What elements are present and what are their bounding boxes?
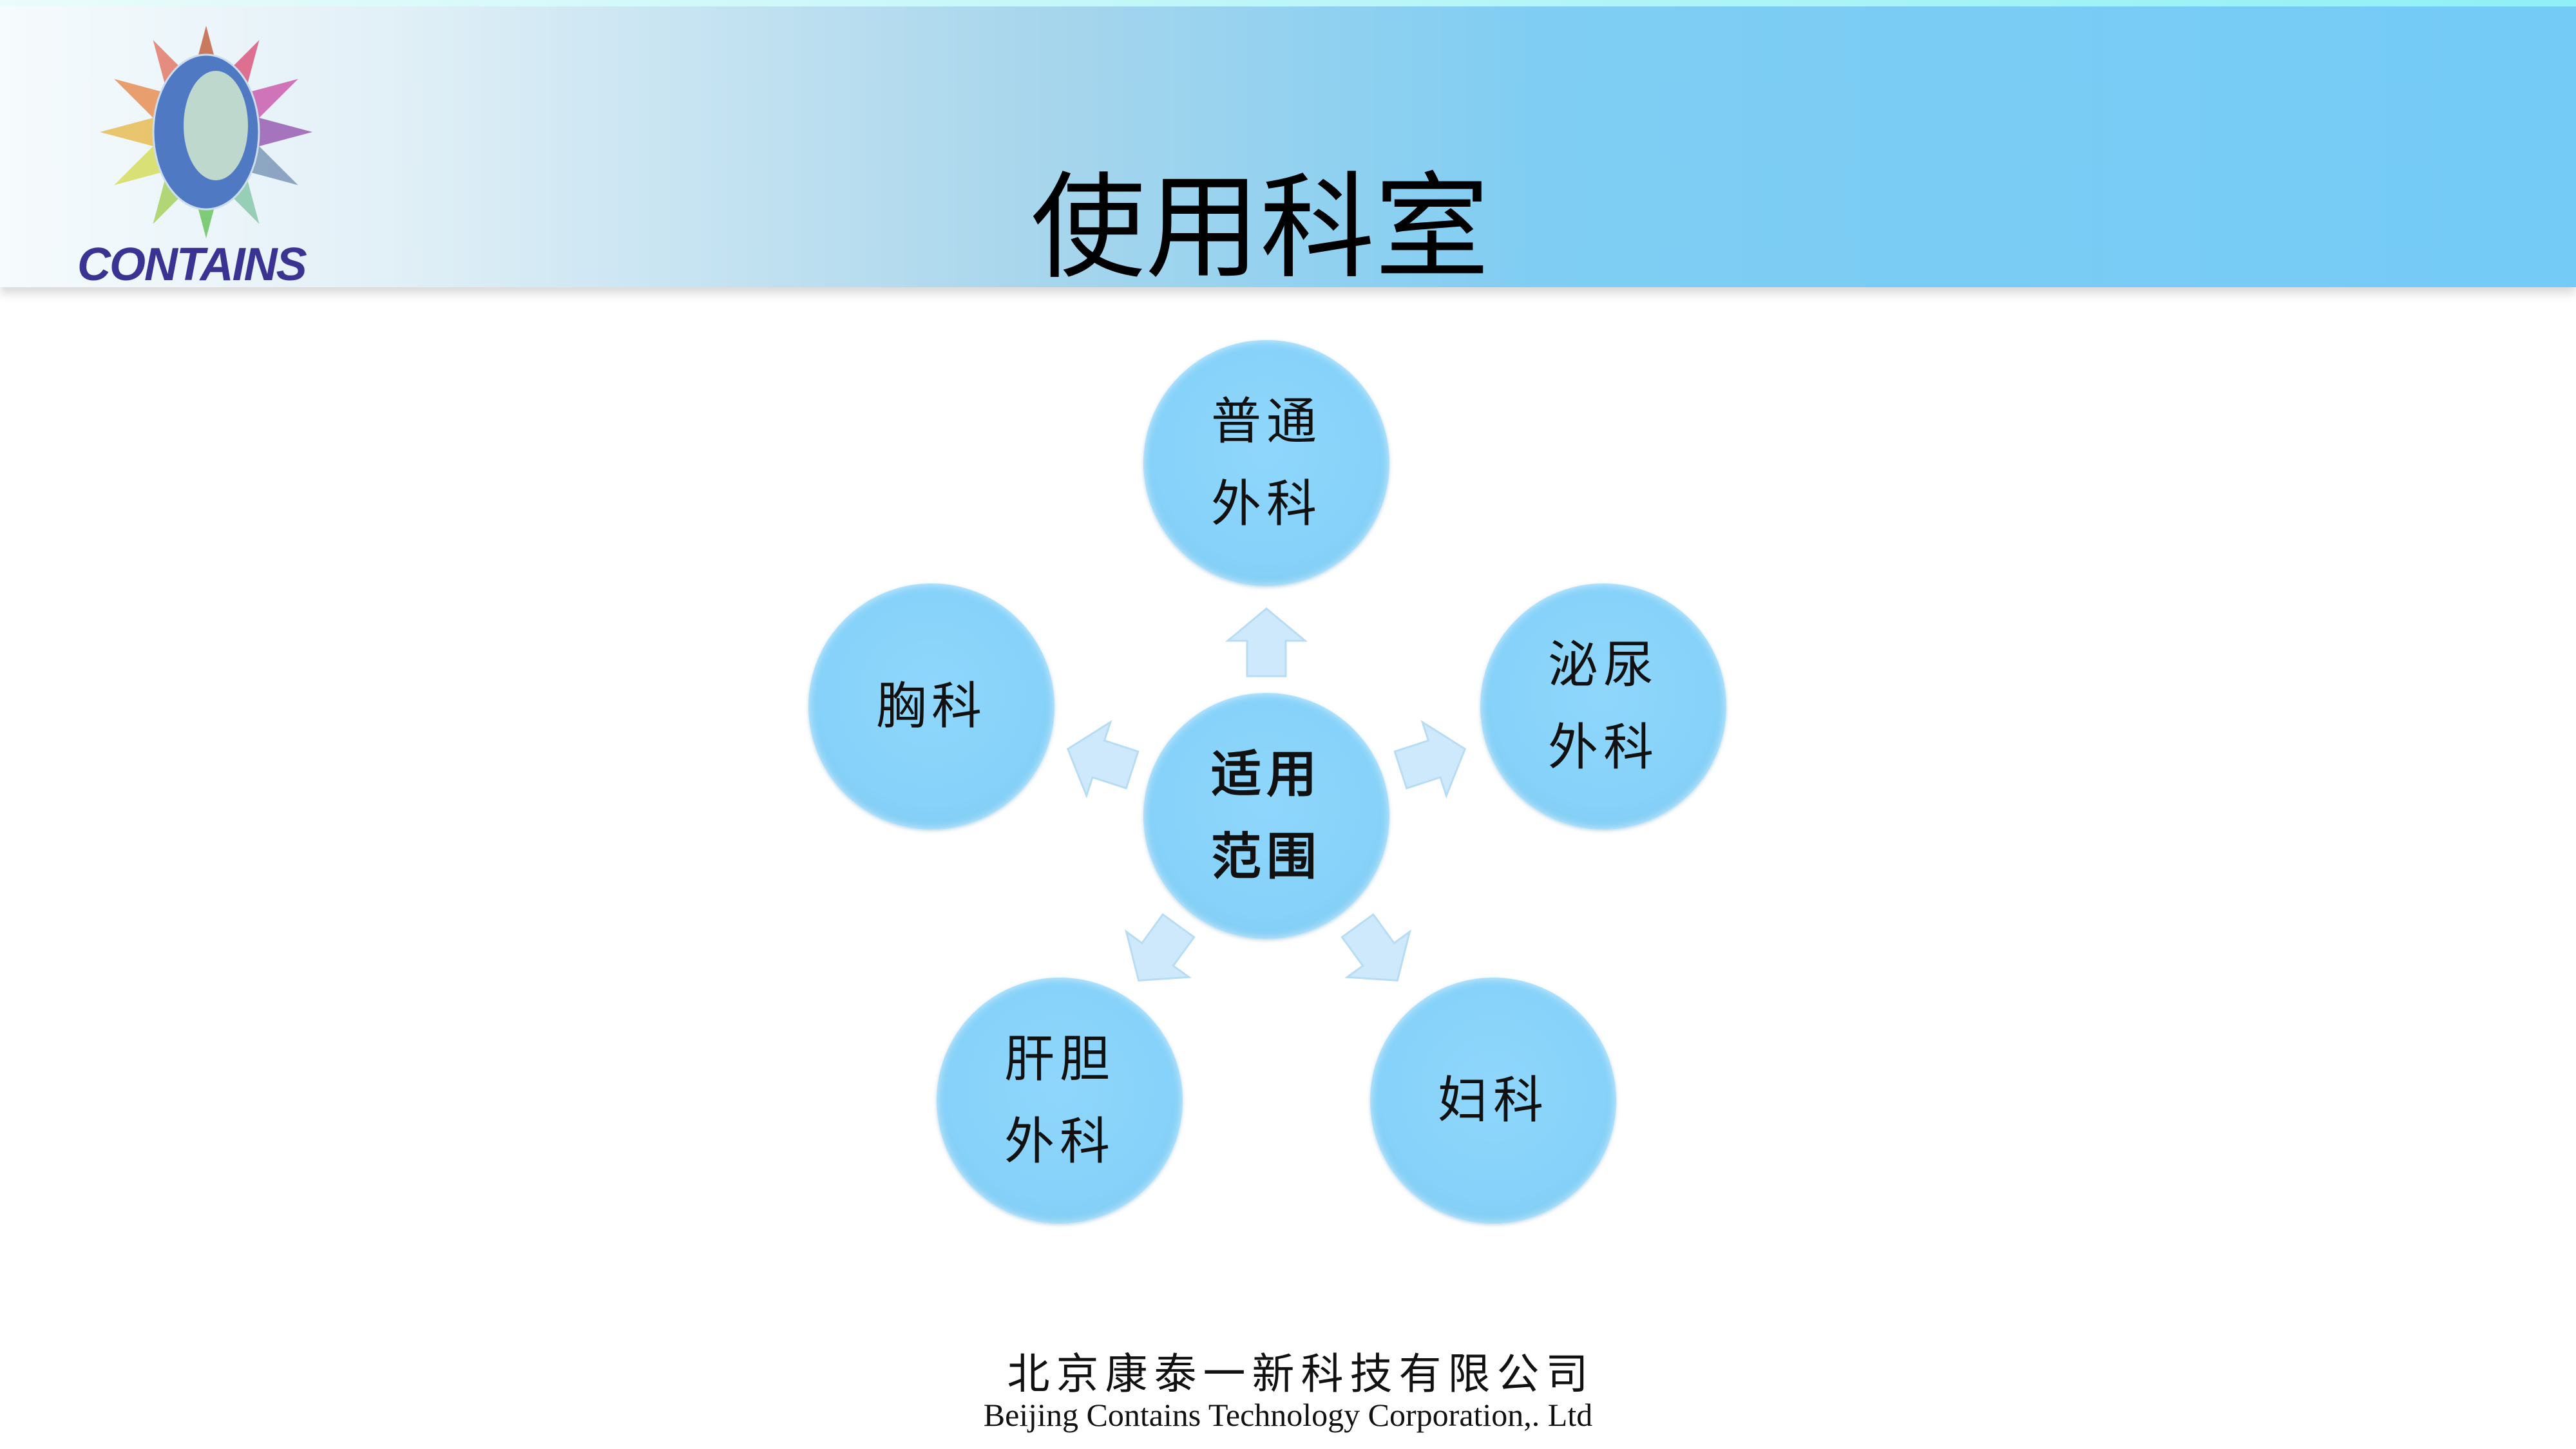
node-label: 外科 xyxy=(1547,719,1659,777)
arrow-down-left-icon xyxy=(1106,902,1211,1005)
footer-company-en: Beijing Contains Technology Corporation,… xyxy=(983,1397,1593,1433)
center-node-scope: 适用 范围 xyxy=(1143,693,1389,939)
node-label: 胸科 xyxy=(875,677,987,735)
arrow-down-right-icon xyxy=(1325,902,1430,1005)
footer-company-cn: 北京康泰一新科技有限公司 xyxy=(1007,1349,1595,1399)
node-label: 泌尿 xyxy=(1547,636,1659,694)
node-label: 外科 xyxy=(1004,1113,1115,1171)
arrow-left-icon xyxy=(1054,711,1145,808)
header-banner xyxy=(0,0,2576,287)
arrow-right-icon xyxy=(1388,711,1478,808)
node-label: 肝胆 xyxy=(1004,1030,1115,1088)
node-label: 普通 xyxy=(1210,393,1322,451)
company-logo-flower-globe-icon xyxy=(100,26,312,238)
logo-text: CONTAINS xyxy=(77,239,307,290)
node-hepatobiliary-surgery: 肝胆 外科 xyxy=(937,978,1183,1224)
node-urology: 泌尿 外科 xyxy=(1480,583,1726,829)
node-thoracic: 胸科 xyxy=(808,583,1054,829)
node-gynecology: 妇科 xyxy=(1370,978,1616,1224)
header-top-line xyxy=(0,0,2576,6)
node-label: 外科 xyxy=(1210,475,1322,533)
center-label-line2: 范围 xyxy=(1210,828,1322,886)
page-title: 使用科室 xyxy=(1031,161,1489,294)
arrow-up-icon xyxy=(1226,607,1306,677)
node-label: 妇科 xyxy=(1437,1072,1549,1130)
node-general-surgery: 普通 外科 xyxy=(1143,340,1389,586)
center-label-line1: 适用 xyxy=(1210,745,1322,804)
